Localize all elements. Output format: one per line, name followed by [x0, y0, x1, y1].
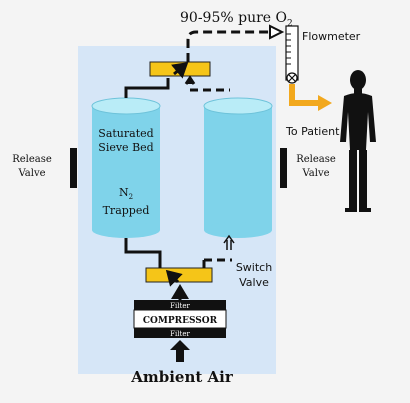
- flowmeter-label: Flowmeter: [302, 30, 361, 43]
- switch-valve-label-2: Valve: [239, 276, 269, 289]
- to-patient-arrow: [289, 84, 332, 111]
- ambient-air-arrow: [170, 340, 190, 362]
- release-valve-left-label-1: Release: [12, 154, 52, 165]
- to-patient-label: To Patient: [285, 125, 340, 138]
- release-valve-right-bar: [280, 148, 287, 188]
- flow-lines: [124, 30, 270, 300]
- filter-top-label: Filter: [170, 302, 190, 310]
- output-purity-label: 90-95% pure O2: [180, 10, 293, 29]
- ambient-air-label: Ambient Air: [130, 368, 234, 386]
- compressor-label: COMPRESSOR: [143, 316, 218, 326]
- release-valve-right-label-2: Valve: [301, 168, 329, 179]
- switch-valve-label-1: Switch: [236, 261, 272, 274]
- person-silhouette-icon: [340, 70, 376, 212]
- dashed-purge-bottom: [202, 258, 232, 268]
- filter-top-bar: [134, 300, 226, 310]
- release-valve-left-label-2: Valve: [17, 168, 45, 179]
- filter-bottom-label: Filter: [170, 330, 190, 338]
- n2-label: N2: [119, 186, 133, 201]
- switch-valve: [145, 267, 213, 283]
- flowmeter-tube-icon: [285, 25, 299, 84]
- release-valve-left-bar: [70, 148, 77, 188]
- compressor-assembly: [133, 300, 227, 338]
- trapped-label: Trapped: [103, 204, 150, 217]
- right-cylinder-inlet-arrow: [223, 234, 235, 250]
- dashed-purge-top: [184, 75, 230, 92]
- filter-bottom-bar: [134, 328, 226, 338]
- sieve-bed-label-1: Saturated: [98, 127, 153, 140]
- release-valve-right-label-1: Release: [296, 154, 336, 165]
- sieve-bed-label-2: Sieve Bed: [98, 141, 153, 154]
- left-sieve-bed: [91, 97, 161, 238]
- right-sieve-bed: [203, 97, 273, 238]
- output-arrowhead: [269, 24, 285, 40]
